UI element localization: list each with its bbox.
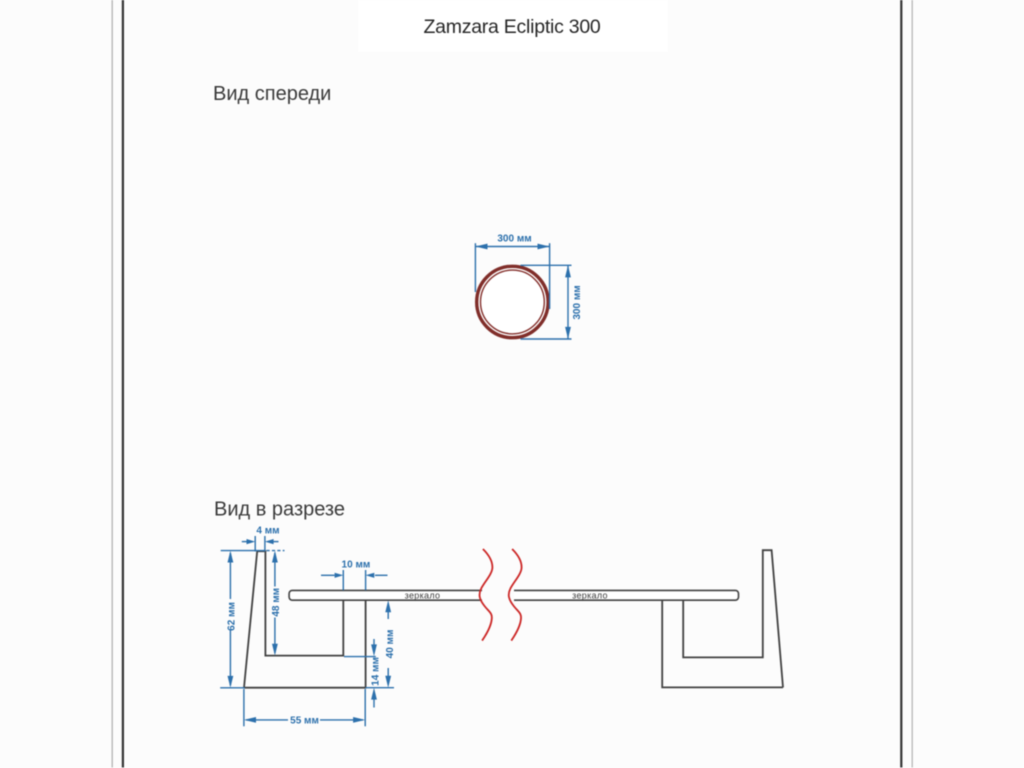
- svg-text:40 мм: 40 мм: [385, 630, 396, 659]
- svg-text:55 мм: 55 мм: [290, 716, 319, 727]
- svg-text:14 мм: 14 мм: [371, 657, 382, 686]
- svg-text:зеркало: зеркало: [572, 590, 608, 600]
- svg-text:Вид в разрезе: Вид в разрезе: [214, 498, 345, 520]
- svg-text:48 мм: 48 мм: [271, 588, 282, 617]
- svg-text:Вид спереди: Вид спереди: [213, 83, 331, 105]
- svg-text:62 мм: 62 мм: [227, 602, 238, 631]
- svg-text:300 мм: 300 мм: [572, 285, 583, 319]
- svg-text:Zamzara Ecliptic 300: Zamzara Ecliptic 300: [423, 16, 600, 38]
- svg-text:зеркало: зеркало: [405, 590, 441, 600]
- svg-text:300 мм: 300 мм: [497, 234, 531, 245]
- svg-text:4 мм: 4 мм: [256, 526, 279, 537]
- svg-text:10 мм: 10 мм: [342, 560, 371, 571]
